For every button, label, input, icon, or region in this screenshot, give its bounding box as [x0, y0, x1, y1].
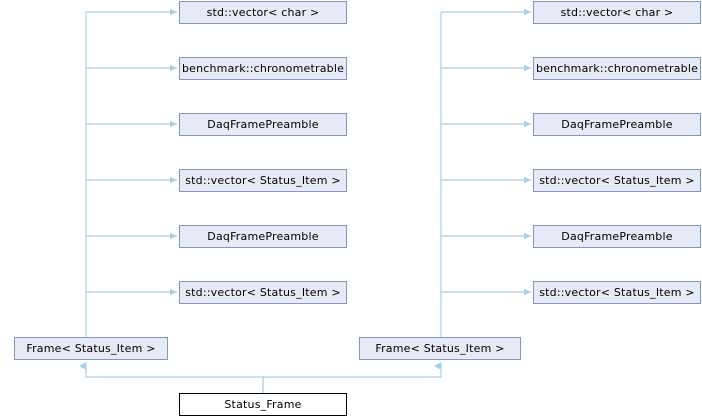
class-node-r0[interactable]: std::vector< char >	[533, 1, 701, 24]
class-node-r1[interactable]: benchmark::chronometrable	[533, 57, 701, 80]
class-node-label: benchmark::chronometrable	[535, 62, 699, 75]
class-node-l1[interactable]: benchmark::chronometrable	[179, 57, 347, 80]
class-node-l3[interactable]: std::vector< Status_Item >	[179, 169, 347, 192]
class-node-label: DaqFramePreamble	[561, 230, 673, 243]
inherit-right	[262, 362, 442, 393]
class-node-r2[interactable]: DaqFramePreamble	[533, 113, 701, 136]
class-node-label: std::vector< char >	[560, 6, 674, 19]
class-node-l4[interactable]: DaqFramePreamble	[179, 225, 347, 248]
class-node-label: Frame< Status_Item >	[26, 342, 156, 355]
class-node-fl[interactable]: Frame< Status_Item >	[14, 337, 168, 360]
class-node-label: std::vector< Status_Item >	[185, 174, 341, 187]
class-node-label: std::vector< char >	[206, 6, 320, 19]
class-node-sf[interactable]: Status_Frame	[179, 393, 347, 416]
class-node-r4[interactable]: DaqFramePreamble	[533, 225, 701, 248]
inherit-left	[79, 362, 264, 393]
class-node-label: DaqFramePreamble	[561, 118, 673, 131]
class-node-fr[interactable]: Frame< Status_Item >	[359, 337, 521, 360]
class-node-label: std::vector< Status_Item >	[185, 286, 341, 299]
class-node-label: Status_Frame	[224, 398, 302, 411]
class-node-r3[interactable]: std::vector< Status_Item >	[533, 169, 701, 192]
class-node-label: std::vector< Status_Item >	[539, 174, 695, 187]
class-node-l2[interactable]: DaqFramePreamble	[179, 113, 347, 136]
class-node-label: std::vector< Status_Item >	[539, 286, 695, 299]
class-node-label: DaqFramePreamble	[207, 118, 319, 131]
class-node-l0[interactable]: std::vector< char >	[179, 1, 347, 24]
class-node-l5[interactable]: std::vector< Status_Item >	[179, 281, 347, 304]
class-node-r5[interactable]: std::vector< Status_Item >	[533, 281, 701, 304]
class-node-label: DaqFramePreamble	[207, 230, 319, 243]
class-node-label: Frame< Status_Item >	[375, 342, 505, 355]
class-node-label: benchmark::chronometrable	[181, 62, 345, 75]
